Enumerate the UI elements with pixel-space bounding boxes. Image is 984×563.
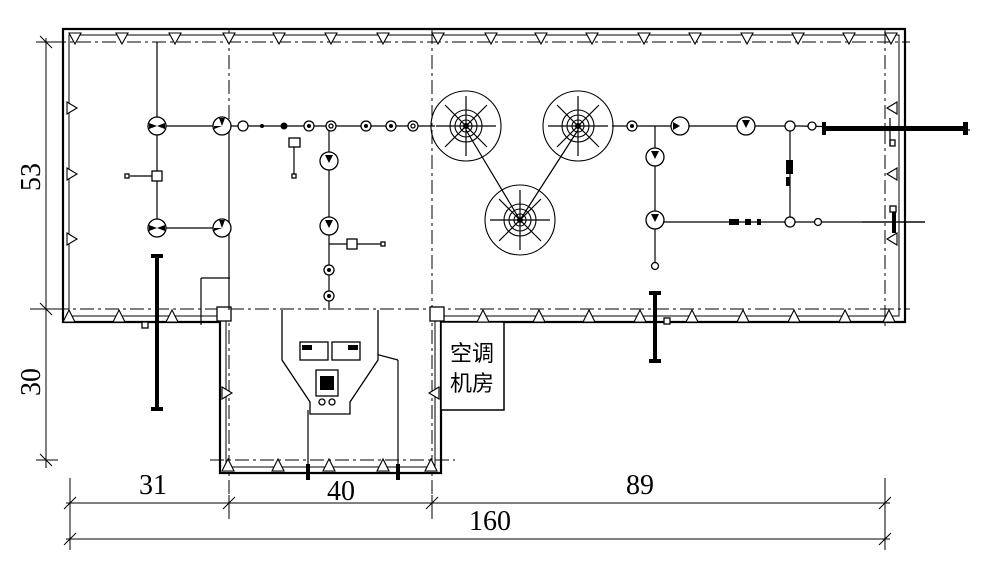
wall-post: [216, 306, 232, 322]
wall-post: [429, 306, 445, 322]
ac-room: [440, 321, 505, 411]
pipe-network: [130, 42, 971, 478]
wall-markers: [62, 32, 898, 472]
manifold-top-right: [822, 118, 968, 147]
ac-room-label-line1: 空调: [450, 342, 494, 367]
valve-symbols: [124, 116, 823, 302]
large-equipment-1: [430, 90, 502, 162]
large-equipment-2: [542, 90, 614, 162]
manifold-right-vertical: [649, 291, 671, 363]
dimension-label-height-top: 53: [16, 163, 47, 191]
axis-lines: [30, 30, 910, 520]
dimension-label-width-right: 89: [626, 470, 654, 501]
manifold-mid-right: [729, 205, 925, 233]
dimension-label-height-bottom: 30: [16, 368, 47, 396]
large-equipment-3: [484, 184, 556, 256]
dimension-label-width-middle: 40: [327, 476, 355, 507]
dimension-label-width-total: 160: [469, 506, 511, 537]
ac-room-label-line2: 机房: [450, 372, 494, 397]
manifold-left-vertical: [141, 254, 163, 411]
central-unit: [281, 310, 400, 480]
dimension-lines: [36, 35, 892, 550]
dimension-label-width-left: 31: [139, 470, 167, 501]
